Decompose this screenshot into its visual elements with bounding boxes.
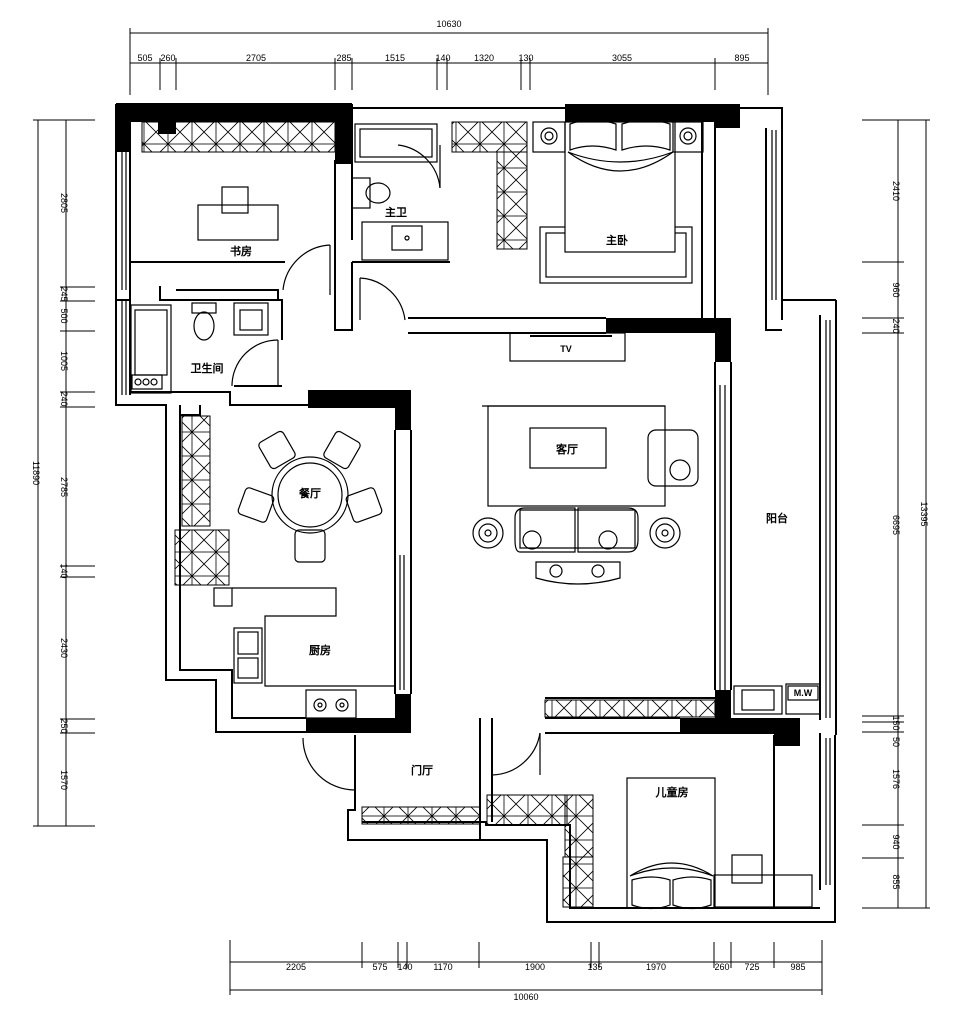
study-label: 书房 (230, 244, 252, 258)
cabinets (141, 121, 716, 908)
bottom-dim-7: 1970 (646, 962, 666, 972)
living-label: 客厅 (555, 442, 578, 456)
left-dim-4: 1005 (59, 351, 69, 371)
top-dim-8: 130 (518, 53, 533, 63)
left-dim-10: 1570 (59, 770, 69, 790)
room-labels: 书房 主卫 主卧 卫生间 餐厅 客厅 阳台 厨房 门厅 儿童房 TV M.W (191, 205, 813, 799)
bottom-dim-8: 260 (714, 962, 729, 972)
left-total-dim: 11890 (31, 461, 41, 485)
foyer-label: 门厅 (411, 763, 433, 777)
master-bedroom-label: 主卧 (606, 233, 628, 247)
top-dim-4: 285 (336, 53, 351, 63)
kids-bed (626, 777, 813, 910)
balcony-fixtures (733, 683, 821, 715)
bottom-dim-6: 135 (587, 962, 602, 972)
bottom-dimensions: 2205 575 140 1170 1900 135 1970 260 725 … (229, 940, 823, 1002)
right-dim-2: 960 (891, 282, 901, 297)
right-total-dim: 13395 (919, 501, 929, 526)
right-dim-1: 2410 (891, 181, 901, 201)
left-dim-3: 500 (59, 308, 69, 323)
bottom-dim-9: 725 (744, 962, 759, 972)
left-dim-6: 2785 (59, 477, 69, 497)
left-dim-2: 245 (59, 286, 69, 301)
kitchen-fixtures (213, 587, 395, 719)
bottom-dim-3: 140 (397, 962, 412, 972)
top-dim-6: 140 (435, 53, 450, 63)
master-bed (532, 119, 704, 284)
right-dim-4: 6695 (891, 515, 901, 535)
top-dim-7: 1320 (474, 53, 494, 63)
top-dim-2: 260 (160, 53, 175, 63)
bottom-dim-1: 2205 (286, 962, 306, 972)
top-dim-5: 1515 (385, 53, 405, 63)
tv-label: TV (560, 344, 572, 354)
master-bath-fixtures (351, 123, 449, 261)
master-bath-label: 主卫 (385, 205, 407, 219)
top-dim-3: 2705 (246, 53, 266, 63)
balcony-label: 阳台 (766, 511, 788, 525)
left-dimensions: 11890 2805 245 500 1005 240 2785 140 243… (31, 119, 95, 827)
right-dim-6: 150 (891, 715, 901, 730)
study-desk (197, 186, 279, 241)
tv-unit (509, 332, 626, 362)
left-dim-1: 2805 (59, 193, 69, 213)
top-dim-10: 895 (734, 53, 749, 63)
dining-set (237, 430, 383, 563)
top-dim-9: 3055 (612, 53, 632, 63)
living-furniture (472, 405, 699, 585)
dining-label: 餐厅 (298, 486, 321, 500)
bottom-dim-4: 1170 (433, 962, 452, 972)
washer-label: M.W (794, 688, 813, 698)
bottom-total-dim: 10060 (513, 992, 538, 1002)
right-dim-5: 50 (891, 737, 901, 747)
right-dim-8: 940 (891, 834, 901, 849)
guest-bath-label: 卫生间 (191, 361, 224, 375)
top-dimensions: 10630 505 260 2705 285 1515 140 1320 130… (129, 19, 769, 95)
left-dim-8: 2430 (59, 638, 69, 658)
left-dim-9: 250 (59, 718, 69, 733)
bottom-dim-10: 985 (790, 962, 805, 972)
guest-bath-fixtures (130, 302, 269, 394)
bottom-dim-5: 1900 (525, 962, 545, 972)
left-dim-7: 140 (59, 563, 69, 578)
right-dim-7: 1576 (891, 769, 901, 789)
right-dim-9: 855 (891, 874, 901, 889)
kitchen-label: 厨房 (309, 643, 331, 657)
doors (231, 144, 541, 791)
right-dimensions: 2410 960 240 6695 50 150 1576 940 855 13… (862, 119, 930, 909)
top-total-dim: 10630 (436, 19, 461, 29)
top-dim-1: 505 (137, 53, 152, 63)
bottom-dim-2: 575 (372, 962, 387, 972)
kids-room-label: 儿童房 (655, 785, 689, 799)
right-dim-3: 240 (891, 318, 901, 333)
walls (115, 103, 837, 923)
left-dim-5: 240 (59, 391, 69, 406)
